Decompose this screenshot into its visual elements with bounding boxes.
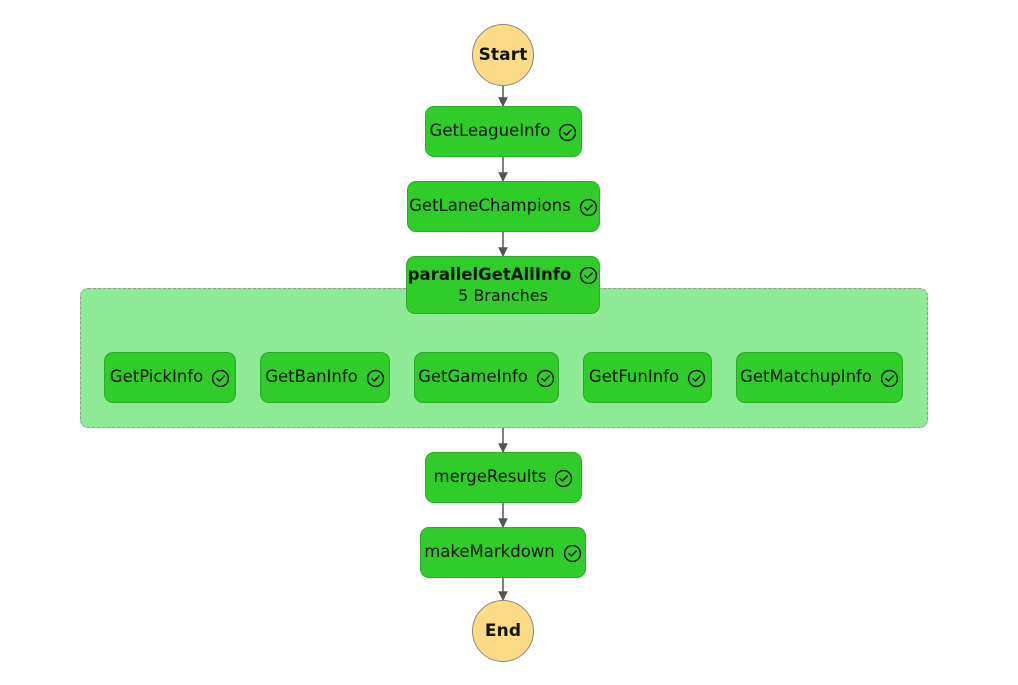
node-getlanechampions-label: GetLaneChampions [409,196,571,216]
node-start-label: Start [478,45,528,65]
node-end-label: End [484,621,522,641]
node-mergeresults[interactable]: mergeResults [425,452,582,503]
node-getbaninfo[interactable]: GetBanInfo [260,352,390,403]
node-start[interactable]: Start [472,24,534,86]
check-circle-icon [579,266,598,285]
node-mergeresults-label: mergeResults [433,467,547,487]
node-parallelgetallinfo-subtitle: 5 Branches [458,285,548,305]
node-getpickinfo-label: GetPickInfo [109,367,204,387]
check-circle-icon [880,369,899,388]
check-circle-icon [536,369,555,388]
check-circle-icon [554,469,573,488]
node-getleagueinfo-label: GetLeagueInfo [429,121,551,141]
node-getgameinfo[interactable]: GetGameInfo [414,352,559,403]
check-circle-icon [687,369,706,388]
node-getmatchupinfo-label: GetMatchupInfo [740,367,872,387]
node-getbaninfo-label: GetBanInfo [265,367,358,387]
node-getmatchupinfo[interactable]: GetMatchupInfo [736,352,903,403]
node-makemarkdown-label: makeMarkdown [424,542,555,562]
node-end[interactable]: End [472,600,534,662]
check-circle-icon [558,123,577,142]
node-getfuninfo[interactable]: GetFunInfo [583,352,712,403]
check-circle-icon [211,369,230,388]
check-circle-icon [366,369,385,388]
node-getfuninfo-label: GetFunInfo [588,367,680,387]
node-parallelgetallinfo[interactable]: parallelGetAllInfo 5 Branches [406,256,600,314]
node-getleagueinfo[interactable]: GetLeagueInfo [425,106,582,157]
node-parallelgetallinfo-label: parallelGetAllInfo [407,264,572,284]
node-makemarkdown[interactable]: makeMarkdown [420,527,586,578]
check-circle-icon [563,544,582,563]
node-getlanechampions[interactable]: GetLaneChampions [407,181,600,232]
node-getgameinfo-label: GetGameInfo [418,367,528,387]
node-getpickinfo[interactable]: GetPickInfo [104,352,236,403]
check-circle-icon [579,198,598,217]
